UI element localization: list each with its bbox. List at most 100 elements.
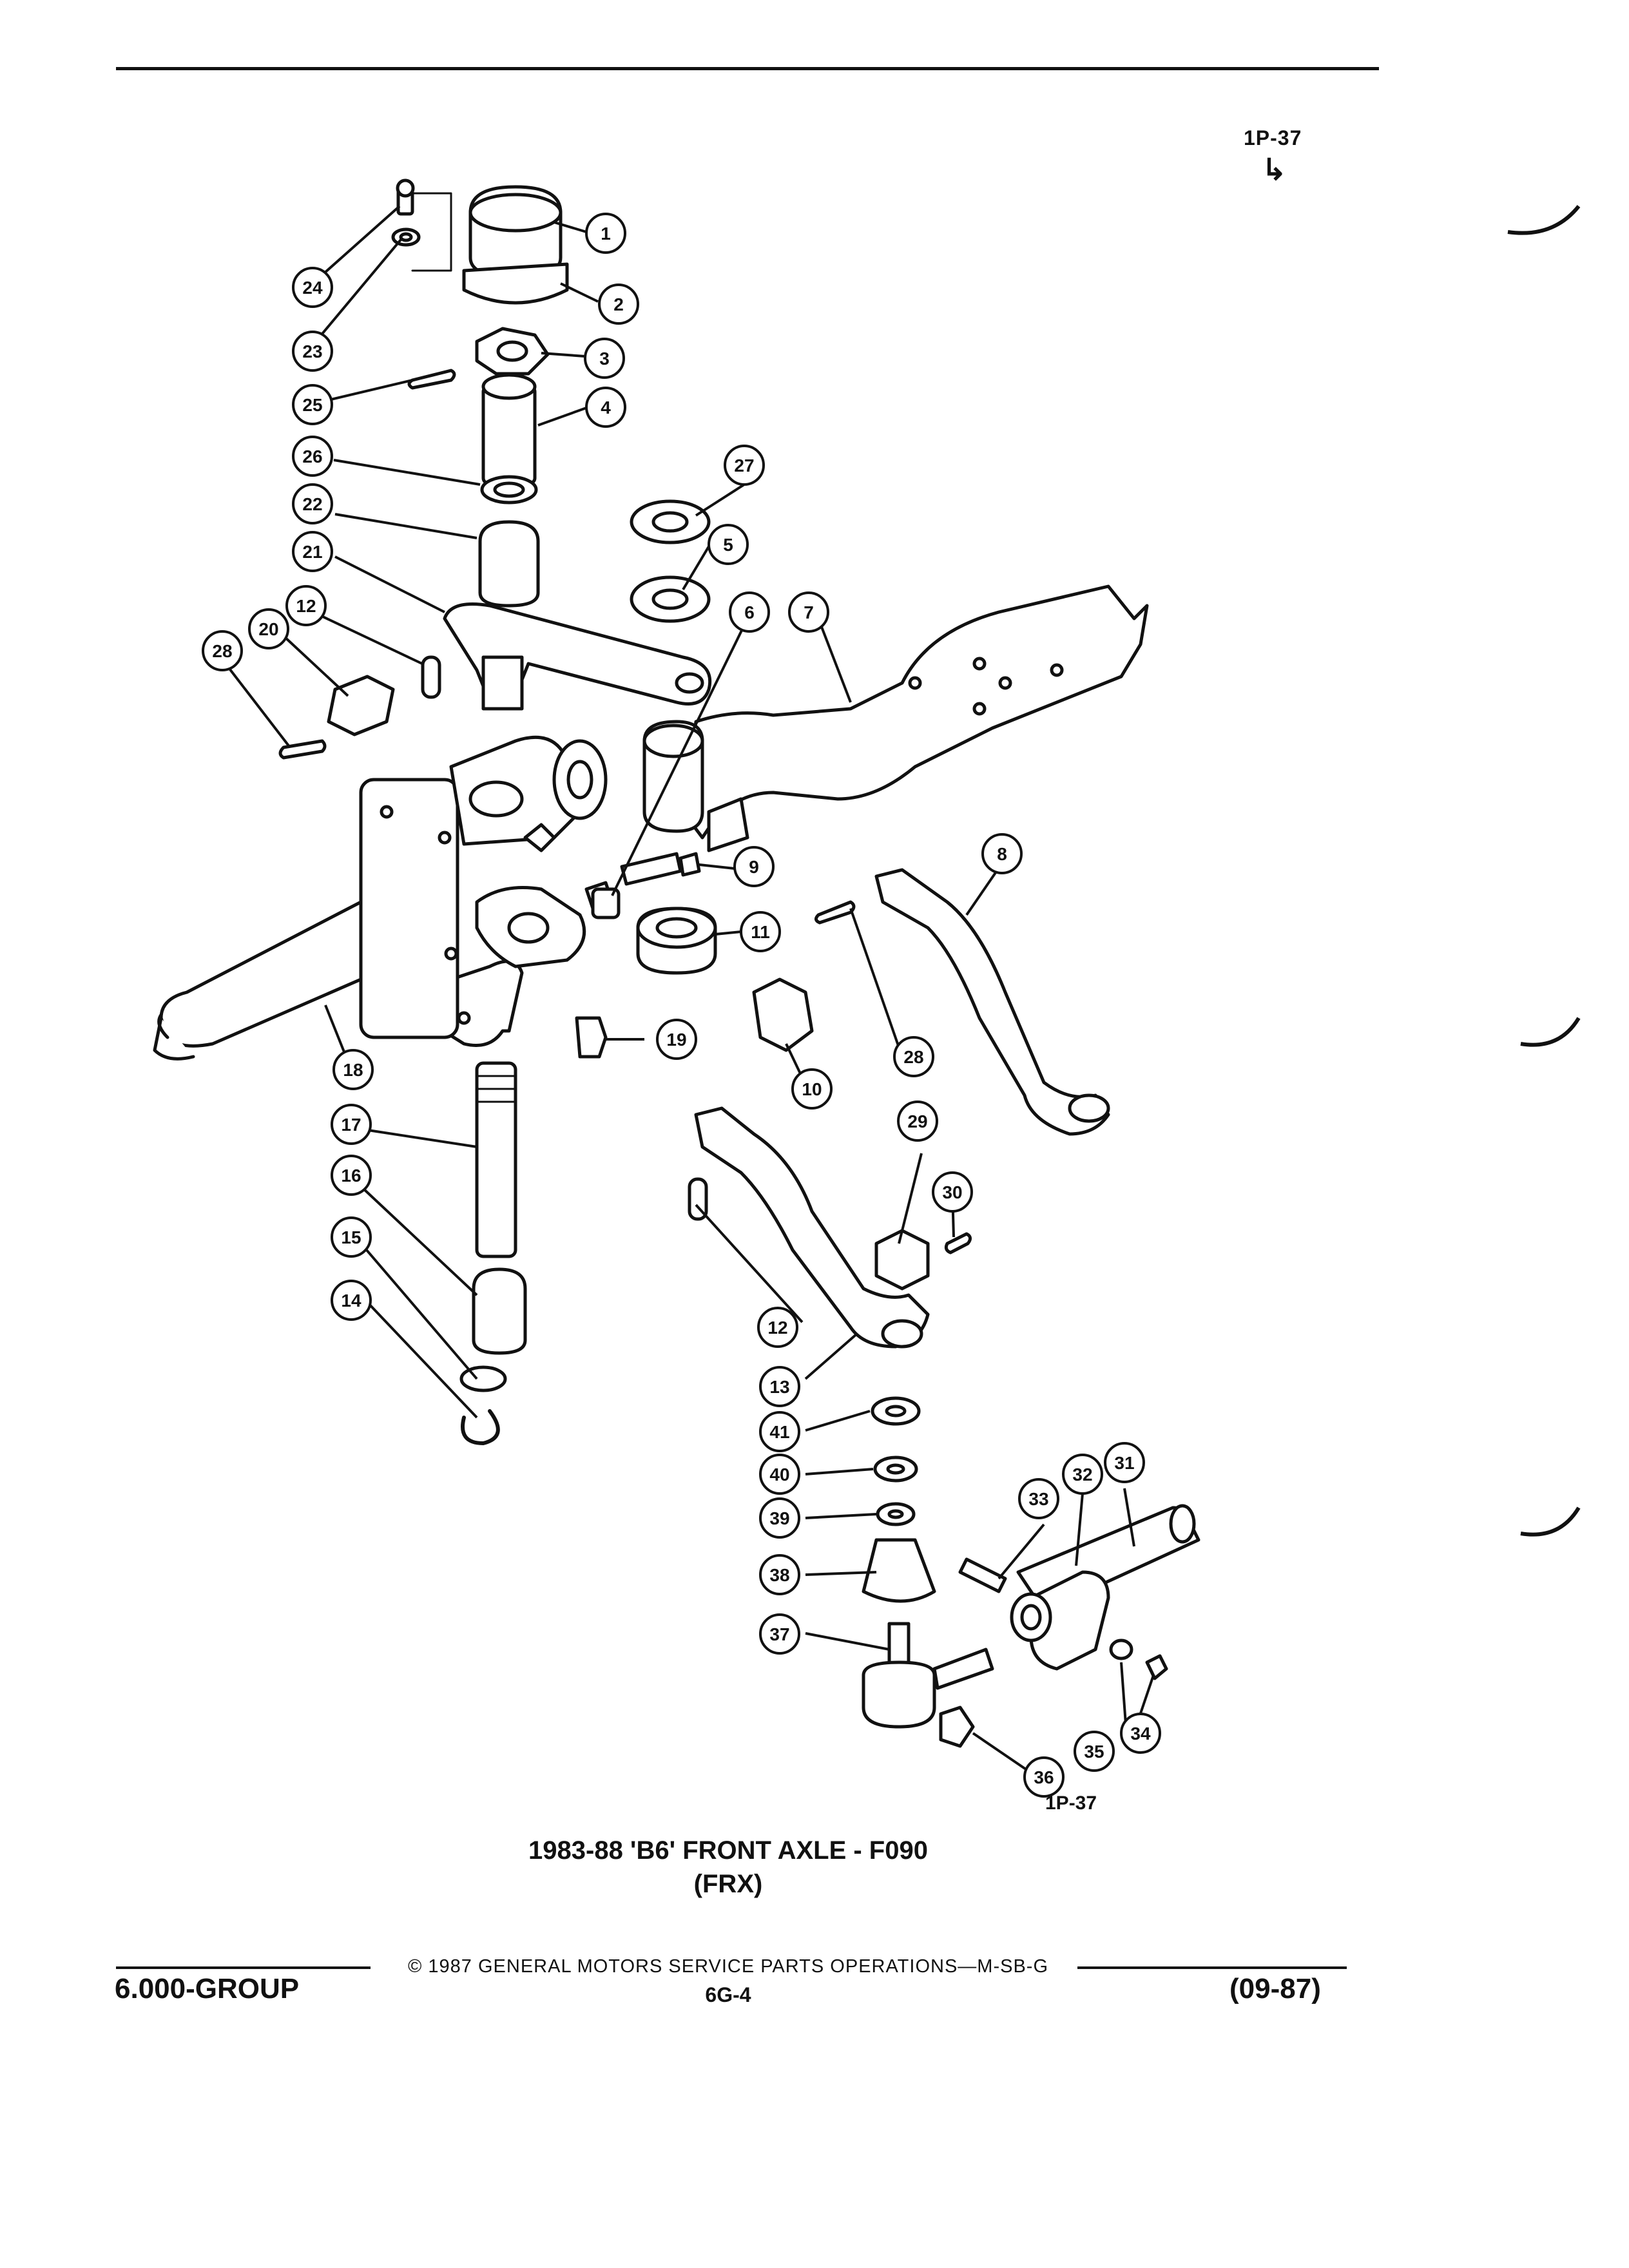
callout-38: 38 xyxy=(759,1554,800,1595)
callout-16: 16 xyxy=(331,1155,372,1196)
callout-41: 41 xyxy=(759,1411,800,1452)
callout-8: 8 xyxy=(981,833,1023,874)
grease-fitting-part xyxy=(575,1016,608,1059)
callout-20: 20 xyxy=(248,608,289,649)
margin-marks xyxy=(1507,205,1581,1537)
svg-text:11: 11 xyxy=(751,922,770,942)
callout-10: 10 xyxy=(791,1068,833,1110)
axle-beam-part xyxy=(642,584,1149,852)
thrust-washer-part xyxy=(630,499,711,623)
nut-part xyxy=(1145,1654,1168,1680)
castle-nut-part xyxy=(475,327,550,376)
svg-text:20: 20 xyxy=(258,619,278,639)
callout-31: 31 xyxy=(1104,1442,1145,1483)
callout-12b: 12 xyxy=(757,1307,798,1348)
footer-rule-left xyxy=(116,1966,371,1969)
cotter-pin-part xyxy=(815,900,856,925)
castle-nut-part xyxy=(874,1229,930,1291)
callout-13: 13 xyxy=(759,1366,800,1407)
callout-39: 39 xyxy=(759,1497,800,1539)
callout-11: 11 xyxy=(740,911,781,952)
callout-17: 17 xyxy=(331,1104,372,1145)
svg-text:24: 24 xyxy=(302,278,323,298)
callout-19: 19 xyxy=(656,1019,697,1060)
copyright-notice: © 1987 GENERAL MOTORS SERVICE PARTS OPER… xyxy=(408,1956,1048,1977)
svg-text:5: 5 xyxy=(723,535,733,555)
washer-part xyxy=(871,1396,921,1526)
callout-27: 27 xyxy=(724,445,765,486)
svg-text:22: 22 xyxy=(302,494,322,514)
svg-text:28: 28 xyxy=(212,641,232,661)
svg-text:10: 10 xyxy=(802,1079,822,1099)
washer-part xyxy=(1109,1639,1133,1660)
callout-2: 2 xyxy=(598,284,639,325)
svg-text:18: 18 xyxy=(343,1060,363,1080)
svg-text:12: 12 xyxy=(767,1318,787,1338)
plug-part xyxy=(459,1365,507,1392)
pin-part xyxy=(421,655,441,699)
svg-text:33: 33 xyxy=(1028,1489,1048,1509)
svg-text:41: 41 xyxy=(769,1422,789,1442)
callout-6: 6 xyxy=(729,591,770,633)
svg-text:34: 34 xyxy=(1130,1724,1151,1744)
gmc-mark-icon: ↳ xyxy=(1262,153,1287,186)
diagram-subtitle: (FRX) xyxy=(693,1870,763,1898)
cotter-pin-part xyxy=(944,1232,972,1254)
svg-text:31: 31 xyxy=(1114,1453,1134,1473)
grease-fitting-part xyxy=(939,1706,975,1748)
svg-text:29: 29 xyxy=(907,1111,927,1131)
snap-ring-part xyxy=(461,1409,500,1445)
svg-text:23: 23 xyxy=(302,341,322,361)
callout-21: 21 xyxy=(292,531,333,572)
callout-32: 32 xyxy=(1062,1454,1103,1495)
callout-22: 22 xyxy=(292,483,333,524)
svg-text:35: 35 xyxy=(1084,1742,1104,1762)
svg-text:12: 12 xyxy=(296,596,316,616)
callout-36: 36 xyxy=(1023,1756,1065,1798)
callout-28b: 28 xyxy=(893,1036,934,1077)
svg-text:39: 39 xyxy=(769,1508,789,1528)
callout-15: 15 xyxy=(331,1216,372,1258)
bolt-part xyxy=(620,852,701,886)
bolt-part xyxy=(958,1557,1007,1593)
svg-text:26: 26 xyxy=(302,447,322,466)
steering-knuckle-part xyxy=(153,735,608,1061)
nut-part xyxy=(327,675,395,736)
screw-part xyxy=(396,178,415,216)
svg-text:21: 21 xyxy=(302,542,322,562)
svg-text:19: 19 xyxy=(666,1030,686,1050)
callout-30: 30 xyxy=(932,1171,973,1213)
top-rule xyxy=(116,67,1379,70)
group-number: 6.000-GROUP xyxy=(115,1973,300,2004)
cotter-pin-part xyxy=(407,369,456,390)
svg-text:7: 7 xyxy=(804,602,814,622)
cap-part xyxy=(468,185,563,279)
steering-arm-part xyxy=(443,602,712,711)
callout-28: 28 xyxy=(202,630,243,671)
castle-nut-part xyxy=(752,977,814,1052)
revision-date: (09-87) xyxy=(1229,1973,1321,2004)
callout-12: 12 xyxy=(285,585,327,626)
callout-40: 40 xyxy=(759,1454,800,1495)
front-axle-exploded-diagram: 1 2 3 4 5 6 7 8 9 10 11 12 12 13 14 15 1… xyxy=(153,178,1200,1798)
callout-37: 37 xyxy=(759,1613,800,1655)
callout-9: 9 xyxy=(733,846,775,887)
svg-text:1: 1 xyxy=(601,224,611,244)
callout-35: 35 xyxy=(1074,1731,1115,1772)
callout-14: 14 xyxy=(331,1280,372,1321)
seal-part xyxy=(480,475,538,505)
svg-text:6: 6 xyxy=(744,602,755,622)
bearing-part xyxy=(636,907,717,975)
svg-text:13: 13 xyxy=(769,1377,789,1397)
svg-text:38: 38 xyxy=(769,1565,789,1585)
king-pin-part xyxy=(475,1061,517,1258)
tie-rod-arm-part xyxy=(874,868,1110,1136)
grease-fitting-part xyxy=(523,823,556,852)
callout-34: 34 xyxy=(1120,1713,1161,1754)
clamp-part xyxy=(1010,1570,1110,1671)
callout-26: 26 xyxy=(292,436,333,477)
callout-23: 23 xyxy=(292,331,333,372)
callout-5: 5 xyxy=(708,524,749,565)
svg-text:30: 30 xyxy=(942,1182,962,1202)
steering-arm-part xyxy=(694,1106,930,1349)
